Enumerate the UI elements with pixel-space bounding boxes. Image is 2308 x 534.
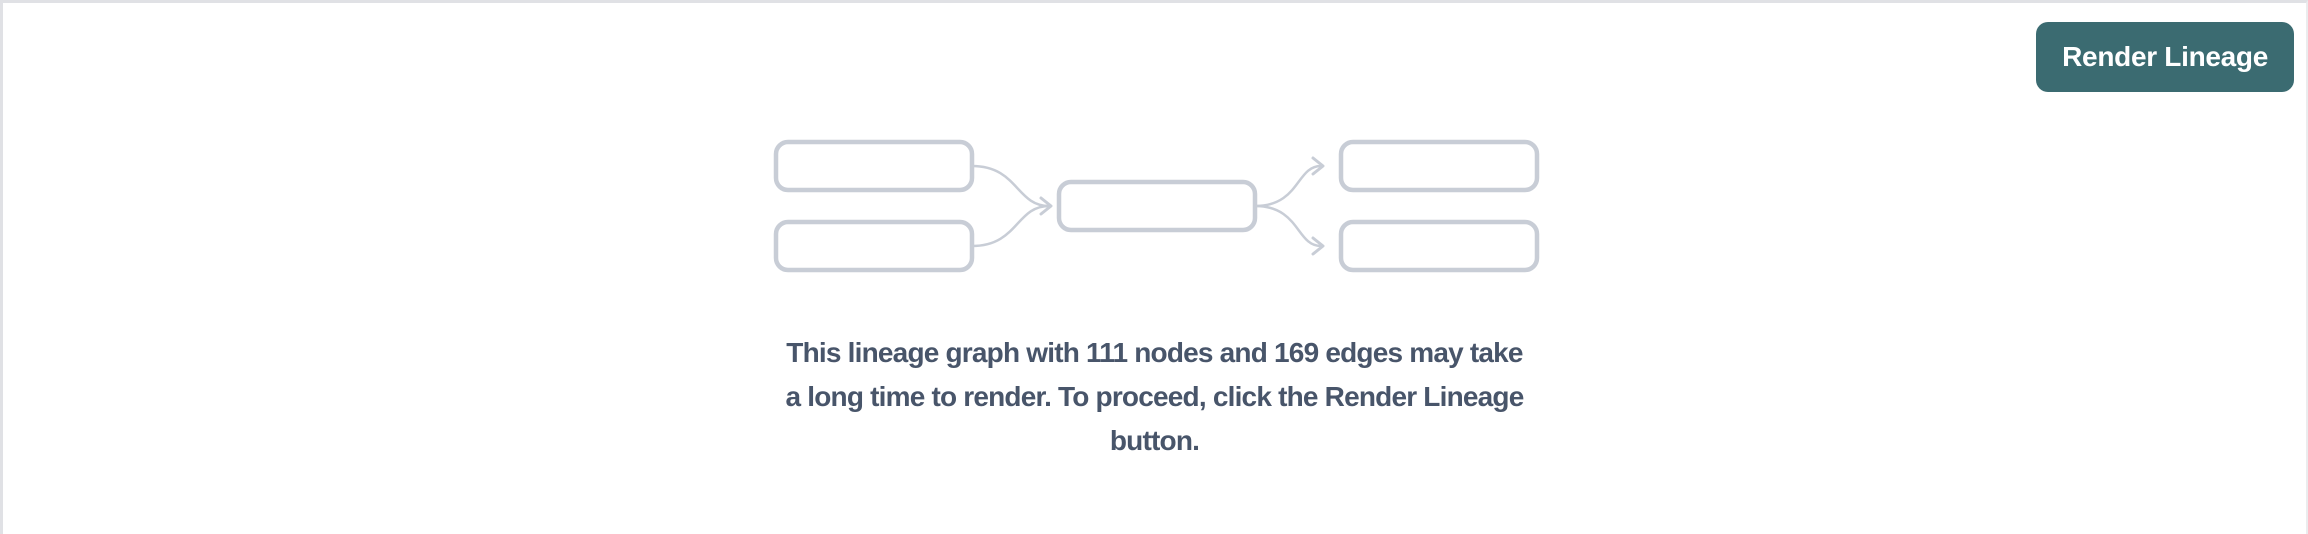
render-warning-message-line: This lineage graph with 111 nodes and 16… [786,337,1523,368]
diagram-node-upstream-bottom [773,219,974,273]
render-warning-message: This lineage graph with 111 nodes and 16… [785,331,1524,463]
diagram-edge-downstream-top [1253,164,1322,208]
diagram-arrowhead-downstream-bottom [1311,236,1324,256]
lineage-empty-state: This lineage graph with 111 nodes and 16… [3,3,2306,463]
render-warning-message-line: button. [1109,425,1200,456]
diagram-edge-downstream-bottom [1253,204,1322,248]
lineage-placeholder-diagram-icon [773,139,1539,273]
diagram-node-upstream-top [773,139,974,193]
diagram-node-center [1056,179,1257,233]
diagram-arrowhead-downstream-top [1311,156,1324,176]
diagram-node-downstream-bottom [1338,219,1539,273]
diagram-node-downstream-top [1338,139,1539,193]
render-lineage-button-label: Render Lineage [2062,41,2268,72]
render-warning-message-line: a long time to render. To proceed, click… [785,381,1524,412]
diagram-arrowhead-center [1039,196,1052,216]
render-lineage-button[interactable]: Render Lineage [2036,22,2294,92]
diagram-edge-upstream-bottom [970,204,1050,248]
diagram-edge-upstream-top [970,164,1050,208]
